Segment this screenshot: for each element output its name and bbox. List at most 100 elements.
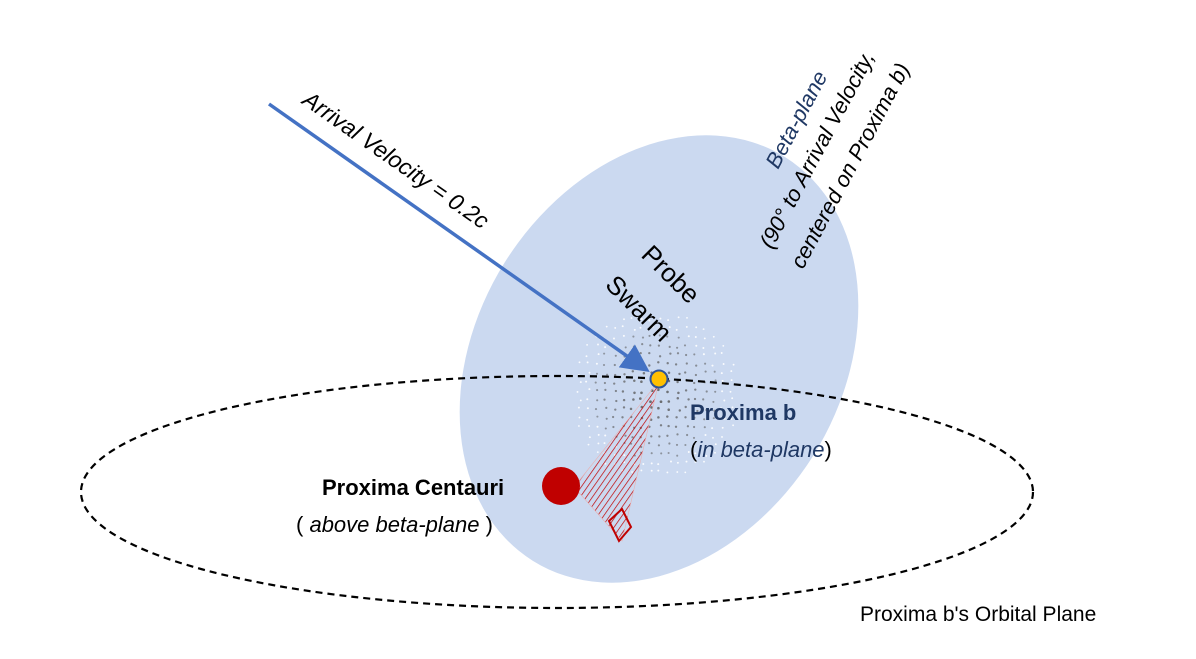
- swarm-dot: [686, 425, 690, 428]
- swarm-dot: [686, 433, 689, 437]
- swarm-dot: [685, 460, 688, 463]
- shadow-cone: [573, 380, 660, 542]
- swarm-dot: [712, 400, 715, 403]
- swarm-dot: [614, 373, 617, 377]
- swarm-dot: [648, 351, 651, 355]
- swarm-dot: [720, 407, 723, 410]
- swarm-dot: [713, 370, 716, 373]
- swarm-dot: [695, 364, 698, 367]
- swarm-dot: [667, 408, 670, 411]
- swarm-dot: [714, 379, 717, 382]
- swarm-dot: [585, 380, 588, 383]
- swarm-dot: [703, 426, 706, 429]
- swarm-dot: [705, 454, 708, 457]
- swarm-dot: [677, 391, 680, 395]
- swarm-dot: [666, 335, 669, 338]
- swarm-dot: [577, 406, 580, 409]
- swarm-dot: [603, 442, 606, 445]
- swarm-dot: [720, 372, 723, 375]
- swarm-dot: [731, 406, 734, 409]
- swarm-dot: [597, 343, 599, 346]
- swarm-dot: [678, 372, 681, 376]
- swarm-dot: [729, 390, 732, 393]
- swarm-dot: [648, 442, 651, 445]
- swarm-dot: [641, 336, 645, 339]
- swarm-dot: [596, 389, 599, 392]
- swarm-dot: [669, 352, 672, 355]
- proxima-centauri-sub-open: (: [296, 512, 309, 537]
- swarm-dot: [594, 381, 597, 384]
- swarm-dot: [603, 398, 606, 401]
- swarm-dot: [714, 443, 717, 446]
- swarm-dot: [720, 352, 723, 354]
- swarm-dot: [630, 317, 633, 319]
- swarm-dot: [694, 452, 697, 455]
- swarm-dot: [639, 351, 642, 355]
- swarm-dot: [622, 334, 625, 337]
- swarm-dot: [657, 406, 660, 410]
- swarm-dot: [650, 462, 653, 465]
- proxima-centauri-label: Proxima Centauri: [322, 475, 504, 500]
- swarm-dot: [723, 399, 726, 402]
- proxima-centauri-sub-italic: above beta-plane: [309, 512, 479, 537]
- swarm-dot: [732, 424, 735, 427]
- swarm-dot: [721, 435, 723, 438]
- swarm-dot: [640, 469, 643, 472]
- swarm-dot: [675, 416, 678, 419]
- orbital-plane-label: Proxima b's Orbital Plane: [860, 603, 1096, 626]
- swarm-dot: [604, 346, 607, 349]
- swarm-dot: [695, 326, 698, 329]
- swarm-dot: [657, 416, 660, 419]
- swarm-dot: [603, 381, 607, 385]
- proxima-b-sub-open: (: [690, 437, 698, 462]
- swarm-dot: [606, 373, 609, 376]
- swarm-dot: [614, 326, 617, 329]
- swarm-dot: [694, 336, 697, 338]
- swarm-dot: [694, 388, 697, 391]
- swarm-dot: [658, 334, 661, 337]
- swarm-dot: [623, 318, 625, 321]
- swarm-dot: [624, 346, 627, 349]
- swarm-dot: [576, 390, 579, 393]
- swarm-dot: [621, 390, 625, 393]
- swarm-dot: [658, 355, 662, 358]
- swarm-dot: [658, 435, 661, 438]
- swarm-dot: [595, 372, 599, 375]
- swarm-dot: [640, 380, 643, 383]
- swarm-dot: [703, 460, 705, 463]
- swarm-dot: [640, 391, 643, 395]
- swarm-dot: [597, 433, 600, 436]
- proxima-b-label: Proxima b: [690, 400, 796, 425]
- swarm-dot: [693, 416, 696, 419]
- swarm-dot: [694, 461, 697, 463]
- swarm-dot: [676, 397, 680, 400]
- swarm-dot: [684, 416, 687, 419]
- swarm-dot: [723, 444, 726, 447]
- swarm-dot: [667, 371, 671, 375]
- swarm-dot: [702, 398, 705, 401]
- swarm-dot: [693, 381, 696, 385]
- swarm-dot: [659, 400, 663, 404]
- swarm-dot: [684, 471, 687, 474]
- swarm-dot: [668, 442, 671, 445]
- swarm-dot: [678, 409, 682, 412]
- swarm-dot: [577, 425, 580, 427]
- swarm-dot: [648, 334, 651, 337]
- swarm-dot: [714, 390, 717, 393]
- swarm-dot: [614, 408, 617, 411]
- swarm-dot: [696, 409, 699, 413]
- proxima-b-sublabel: (in beta-plane): [690, 437, 832, 462]
- swarm-dot: [693, 425, 696, 429]
- swarm-dot: [640, 318, 643, 320]
- swarm-dot: [613, 363, 616, 367]
- swarm-dot: [732, 363, 735, 366]
- swarm-dot: [579, 381, 582, 384]
- swarm-dot: [676, 433, 679, 436]
- swarm-dot: [712, 436, 714, 439]
- swarm-dot: [694, 373, 698, 377]
- swarm-dot: [685, 362, 688, 365]
- swarm-dot: [578, 416, 581, 419]
- swarm-dot: [604, 434, 607, 437]
- swarm-dot: [675, 328, 678, 331]
